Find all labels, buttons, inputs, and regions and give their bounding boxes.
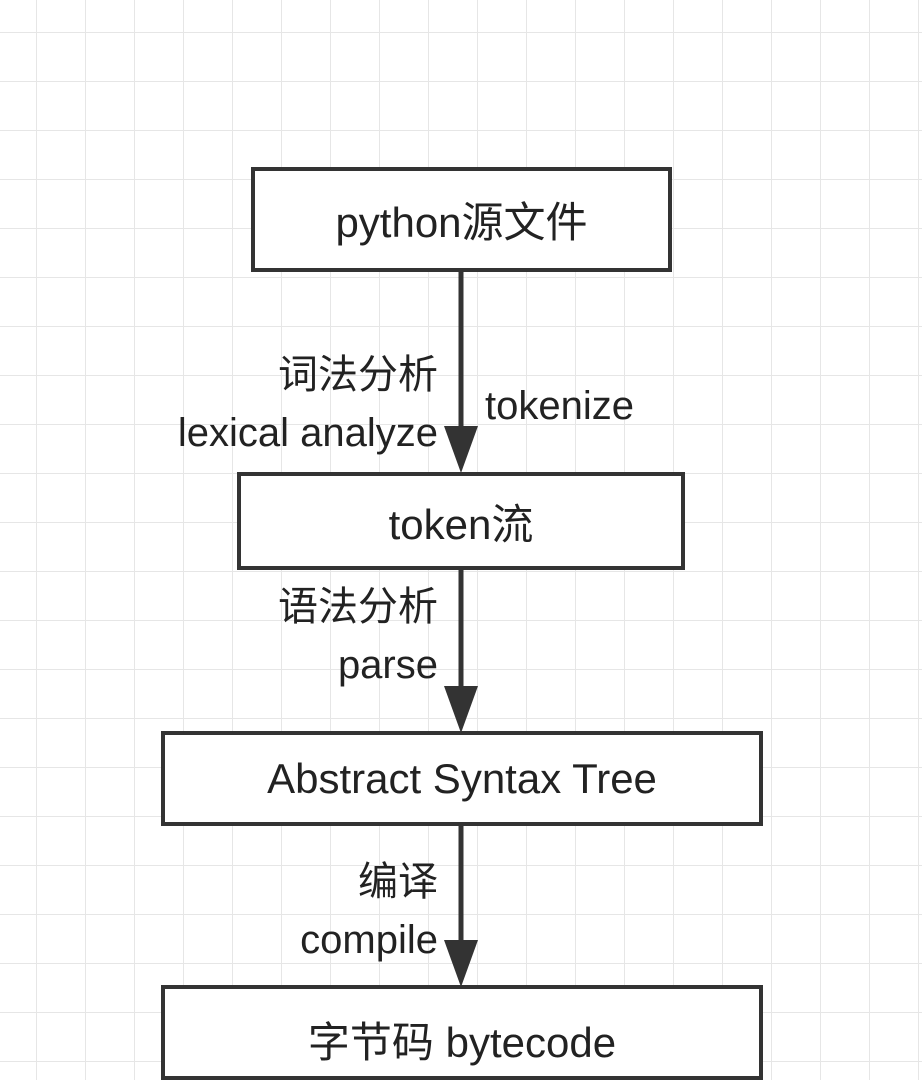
node-python-source[interactable]: python源文件 — [251, 167, 672, 272]
edge-label-compile-cn: 编译 — [358, 860, 438, 904]
edge-label-lexical: 词法分析 lexical analyze — [178, 346, 438, 462]
diagram-canvas: python源文件 token流 Abstract Syntax Tree 字节… — [161, 167, 763, 1080]
node-abstract-syntax-tree[interactable]: Abstract Syntax Tree — [161, 731, 763, 826]
edge-label-tokenize: tokenize — [485, 377, 634, 435]
arrowhead-ast — [444, 686, 478, 733]
arrowhead-bytecode — [444, 940, 478, 987]
edge-label-lexical-cn: 词法分析 — [278, 353, 438, 397]
edge-label-compile-en: compile — [300, 918, 438, 962]
node-python-source-label: python源文件 — [335, 199, 588, 246]
node-token-stream[interactable]: token流 — [237, 472, 685, 570]
edge-label-tokenize-text: tokenize — [485, 384, 634, 428]
connector-layer — [444, 272, 478, 987]
node-token-stream-label: token流 — [388, 500, 534, 548]
node-abstract-syntax-tree-label: Abstract Syntax Tree — [267, 754, 657, 802]
edge-label-parse-cn: 语法分析 — [278, 585, 438, 629]
edge-label-parse: 语法分析 parse — [278, 578, 438, 694]
arrowhead-tokens — [444, 426, 478, 473]
node-bytecode-label: 字节码 bytecode — [307, 1019, 617, 1066]
edge-label-compile: 编译 compile — [300, 853, 438, 969]
edge-label-lexical-en: lexical analyze — [177, 411, 438, 455]
node-bytecode[interactable]: 字节码 bytecode — [161, 985, 763, 1080]
edge-label-parse-en: parse — [337, 643, 438, 687]
